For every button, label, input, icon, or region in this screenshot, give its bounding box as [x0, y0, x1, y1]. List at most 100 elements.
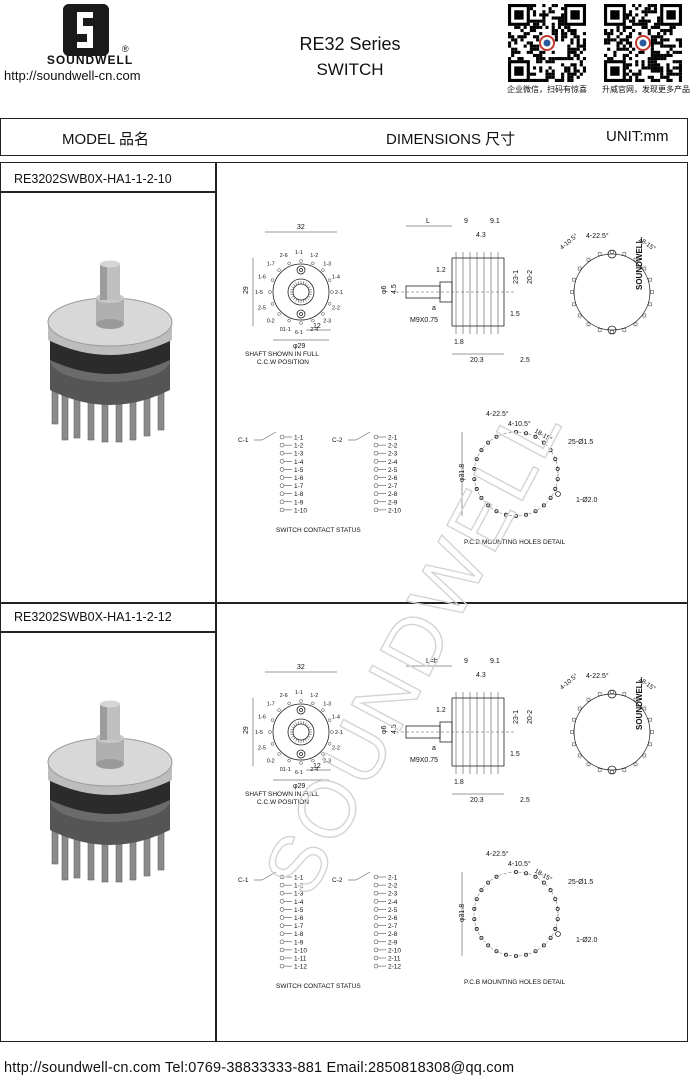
pcb-hole: [474, 926, 479, 931]
ring-brand-label: SOUNDWELL: [635, 678, 644, 730]
pin-label: 6-1: [295, 770, 303, 776]
contact-pin-label: 2-10: [388, 947, 401, 954]
header-website-link[interactable]: http://soundwell-cn.com: [4, 68, 141, 83]
spline-tick: [302, 739, 305, 743]
pcb-hole: [474, 486, 479, 491]
contact-pin-label: 2-4: [388, 459, 398, 466]
pcb-angle-10-5: 4-10.5°: [508, 420, 531, 428]
contact-dot: [373, 442, 379, 448]
pin-dot: [321, 708, 325, 712]
pcb-hole: [548, 935, 553, 940]
mount-hole: [299, 752, 303, 756]
pcb-dim-dia: φ31.8: [459, 904, 466, 922]
pcb-hole: [541, 440, 546, 445]
ring-pin: [577, 706, 582, 711]
contact-pin-label: 1-3: [294, 451, 304, 458]
ring-pin: [633, 697, 638, 702]
ring-pin: [570, 290, 574, 294]
pcb-hole: [486, 943, 491, 948]
contact-dot: [373, 475, 379, 480]
pcb-holes-label: 25-Ø1.5: [568, 439, 593, 446]
contact-pin-label: 1-10: [294, 947, 307, 954]
mount-hole: [299, 268, 303, 272]
pin-label: 1-2: [310, 693, 318, 699]
series-subtitle: SWITCH: [316, 60, 384, 79]
pin-label: 01-1: [280, 327, 291, 333]
contact-pin-label: 2-8: [388, 931, 398, 938]
dim-1-2: 1.2: [436, 707, 446, 714]
wiper-arm: [261, 431, 277, 441]
dim-base: 12: [313, 763, 321, 770]
pin-label: 1-5: [255, 730, 263, 736]
footer-contact: http://soundwell-cn.com Tel:0769-3883333…: [4, 1060, 515, 1076]
pin-dot: [270, 718, 275, 722]
dimension-drawing: 1-11-21-31-42-12-22-32-46-101-10-22-51-5…: [238, 658, 658, 990]
spline-tick: [295, 722, 298, 726]
contact-pin-label: 1-4: [294, 459, 304, 466]
pcb-hole: [486, 440, 491, 445]
spline-tick: [290, 293, 294, 296]
contact-dot: [279, 899, 285, 904]
spline-tick: [307, 286, 311, 289]
spline-tick: [291, 295, 295, 298]
contact-pin-label: 1-2: [294, 443, 304, 450]
contact-dot: [279, 442, 285, 448]
pcb-hole: [479, 935, 484, 940]
contact-dot: [279, 907, 285, 912]
contact-pin-label: 1-4: [294, 899, 304, 906]
pin-dot: [330, 290, 334, 294]
pin-dot: [268, 290, 272, 294]
dim-20-3: 20.3: [470, 357, 484, 364]
contact-dot: [279, 450, 285, 456]
contact-pin-label: 1-1: [294, 875, 304, 882]
pcb-angle-22-5: 4-22.5°: [486, 410, 509, 418]
contact-dot: [373, 483, 379, 488]
ring-pin: [610, 690, 614, 694]
pin-dot: [299, 321, 303, 325]
pin-dot: [287, 261, 291, 266]
dim-1-2: 1.2: [436, 267, 446, 274]
wiper-arm: [355, 431, 371, 441]
spline-tick: [307, 735, 311, 738]
contact-pin-label: 2-11: [388, 956, 401, 963]
spline-tick: [302, 281, 305, 285]
pin-dot: [299, 259, 303, 263]
pcb-hole: [548, 888, 553, 893]
mount-hole: [299, 708, 303, 712]
front-view-bushing: [287, 278, 315, 306]
pcb-hole: [503, 952, 508, 957]
pin-dot: [321, 752, 325, 756]
contact-dot: [373, 939, 379, 945]
contact-pin-label: 2-10: [388, 507, 401, 514]
spline-tick: [297, 281, 300, 285]
ring-pin: [642, 313, 647, 318]
contact-pin-label: 2-9: [388, 939, 398, 946]
contact-dot: [279, 483, 285, 488]
contact-dot: [279, 475, 285, 480]
spline-tick: [306, 297, 309, 300]
contact-pin-label: 1-3: [294, 891, 304, 898]
dim-width: 32: [297, 224, 305, 231]
dim-4-5: 4.5: [391, 724, 398, 734]
dim-L: L=b: [426, 658, 438, 665]
ring-pin: [622, 768, 627, 772]
registered-mark: ®: [122, 44, 129, 54]
ring-mount-tab: [607, 689, 617, 699]
contact-pin-label: 2-7: [388, 923, 398, 930]
spline-tick: [297, 299, 300, 303]
contact-pin-label: 2-2: [388, 883, 398, 890]
ring-view-outline: [573, 253, 651, 331]
pin-label: 0-2: [267, 318, 275, 324]
pin-dot: [270, 278, 275, 282]
ring-pin: [648, 742, 652, 747]
pcb-hole2-label: 1-Ø2.0: [576, 497, 598, 504]
dim-2-5: 2.5: [520, 357, 530, 364]
spline-tick: [308, 728, 312, 731]
angle-22-5: 4-22.5°: [586, 232, 609, 240]
dim-diameter: φ29: [293, 343, 305, 350]
ring-pin: [622, 252, 627, 256]
dim-4-3: 4.3: [476, 672, 486, 679]
dim-9-1: 9.1: [490, 218, 500, 225]
common-pin-label: C-1: [238, 437, 249, 444]
contact-pin-label: 1-10: [294, 507, 307, 514]
